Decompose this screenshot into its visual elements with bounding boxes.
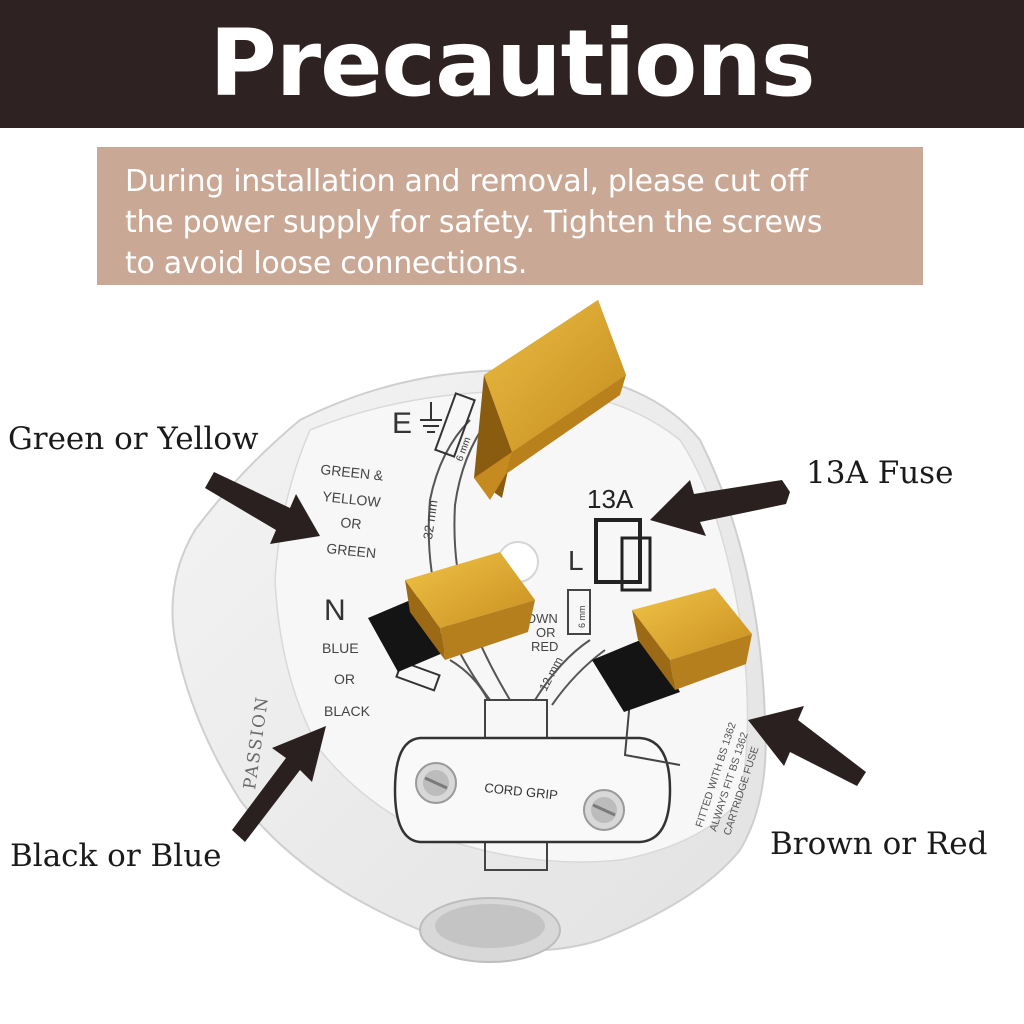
callout-neutral: Black or Blue (10, 838, 222, 874)
grip-screw-left (415, 762, 457, 804)
page-title: Precautions (209, 10, 815, 117)
neutral-wire-label-3: BLACK (324, 703, 371, 719)
earth-symbol-label: E (392, 407, 412, 440)
arrow-icon-earth (205, 472, 320, 544)
callout-live: Brown or Red (770, 826, 988, 862)
ground-icon (420, 402, 442, 433)
arrow-icon-fuse (650, 480, 790, 536)
safety-notice: During installation and removal, please … (97, 147, 923, 285)
fuse-holder (594, 518, 642, 584)
neutral-pin (368, 552, 535, 672)
live-wire-label-3: RED (531, 639, 558, 654)
notice-line-3: to avoid loose connections. (125, 246, 528, 281)
live-strip-label: 6 mm (577, 606, 587, 629)
live-symbol-label: L (568, 545, 584, 576)
notice-line-1: During installation and removal, please … (125, 164, 808, 199)
grip-screw-right (583, 789, 625, 831)
callout-earth: Green or Yellow (8, 421, 259, 457)
earth-length-label: 32 mm (420, 499, 440, 540)
header-bar: Precautions (0, 0, 1024, 128)
earth-wire-label-2: YELLOW (322, 488, 382, 510)
earth-pin (474, 300, 626, 500)
callout-fuse: 13A Fuse (806, 455, 954, 491)
arrow-icon-neutral (232, 726, 326, 842)
earth-wire-label-1: GREEN & (320, 461, 385, 484)
live-wire-label-2: OR (536, 625, 556, 640)
earth-wire-label-4: GREEN (326, 540, 377, 561)
live-pin (592, 588, 752, 712)
arrow-icon-live (748, 706, 866, 786)
neutral-wire-label-2: OR (334, 671, 355, 687)
earth-wire-label-3: OR (340, 514, 363, 532)
notice-line-2: the power supply for safety. Tighten the… (125, 205, 823, 240)
live-wire-label-1: OWN (526, 611, 558, 626)
neutral-wire-label-1: BLUE (322, 640, 359, 656)
neutral-symbol-label: N (324, 594, 346, 627)
fuse-rating-label: 13A (587, 484, 634, 514)
